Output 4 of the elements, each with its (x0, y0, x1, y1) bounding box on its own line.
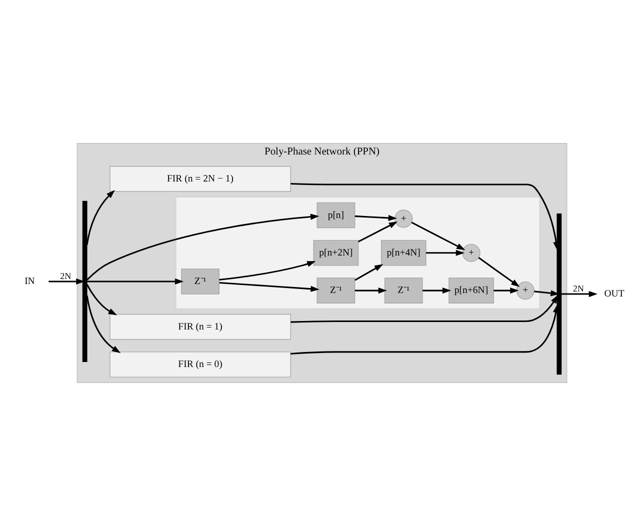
node-text: OUT (604, 288, 624, 300)
edge-label: 2N (60, 270, 72, 281)
edge-label: 2N (572, 284, 584, 294)
node-text: IN (24, 276, 35, 288)
